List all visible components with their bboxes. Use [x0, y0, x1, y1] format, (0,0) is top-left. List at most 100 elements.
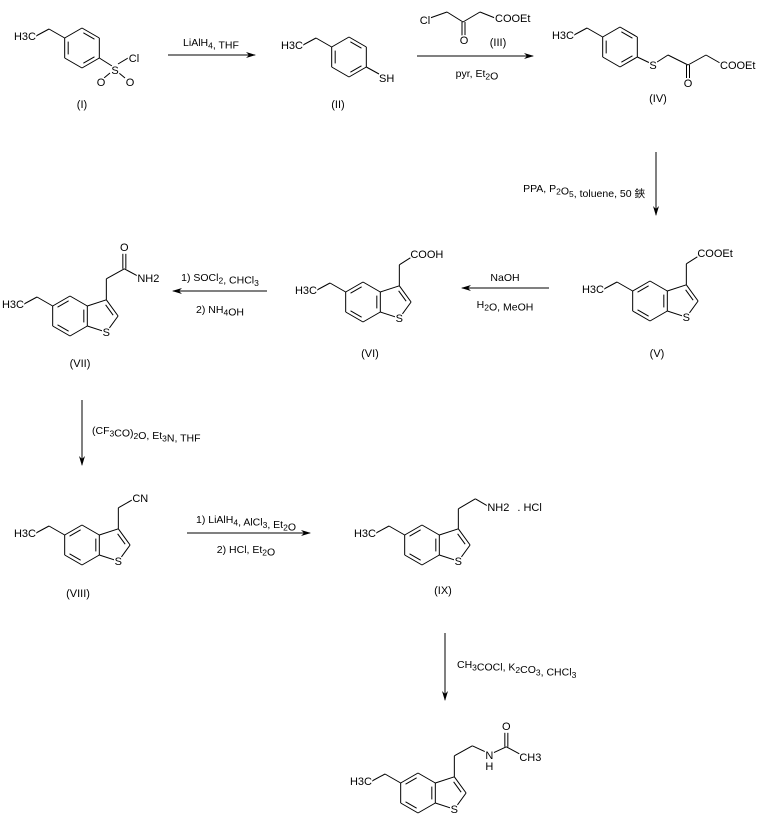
double-bond-line	[405, 777, 417, 785]
compound-label-vii: (VII)	[70, 358, 91, 370]
ring-bond	[417, 802, 436, 814]
thiophene-bond	[435, 802, 455, 810]
ring-bond	[331, 66, 350, 78]
acid-label: COOH	[410, 249, 443, 261]
bond	[99, 57, 113, 67]
reagent-r8: CH3COCl, K2CO3, CHCl3	[457, 659, 577, 680]
double-bond-line	[621, 31, 633, 39]
ethyl-bond	[329, 282, 346, 293]
ring-bond	[345, 311, 364, 323]
sulfur-label: S	[111, 65, 118, 77]
thiophene-bond	[87, 299, 107, 307]
reagent-r5-above: 1) SOCl2, CHCl3	[181, 272, 259, 288]
thiophene-bond	[457, 544, 471, 562]
ring-bond	[632, 280, 651, 292]
sulfur-label: S	[455, 556, 462, 568]
ring-bond	[404, 554, 423, 566]
ring-bond	[619, 56, 638, 68]
double-bond-line	[621, 55, 633, 63]
double-bond-line	[83, 32, 95, 40]
ester-label: COOEt	[720, 60, 755, 72]
reagent-r5-below: 2) NH4OH	[196, 304, 244, 319]
amide-label: NH2	[137, 273, 159, 285]
ring-bond	[421, 554, 440, 566]
thiophene-bond	[435, 776, 455, 784]
double-bond-line	[350, 310, 362, 318]
bond	[637, 56, 653, 65]
bond	[653, 54, 669, 65]
bond	[117, 57, 129, 65]
chlorine-label: Cl	[129, 53, 139, 65]
thiophene-bond	[457, 528, 471, 546]
thiophene-bond	[453, 792, 467, 810]
bond	[124, 268, 138, 277]
ethyl-bond	[36, 296, 53, 307]
double-bond-line	[453, 781, 462, 793]
double-bond-line	[69, 553, 81, 561]
ring-bond	[64, 27, 83, 39]
bond	[103, 72, 111, 79]
thiophene-bond	[398, 301, 412, 319]
double-bond-line	[57, 324, 69, 332]
bond	[366, 66, 380, 75]
ethyl-bond	[586, 27, 603, 38]
thiophene-bond	[105, 299, 119, 317]
thiophene-bond	[99, 528, 119, 536]
double-bond-line	[457, 533, 466, 545]
bond	[667, 54, 689, 66]
chlorine-label: Cl	[420, 15, 430, 27]
ethyl-bond	[48, 525, 65, 536]
double-bond-line	[117, 533, 126, 545]
ethyl-bond	[573, 27, 588, 36]
arrow-layer	[79, 52, 659, 701]
compound-label-viii: (VIII)	[66, 588, 90, 600]
oxygen-label: O	[460, 35, 469, 47]
ring-bond	[345, 281, 364, 293]
bond	[687, 54, 707, 66]
reagent-r6: (CF3CO)2O, Et3N, THF	[92, 425, 201, 445]
bond	[446, 11, 464, 23]
double-bond-line	[69, 529, 81, 537]
ring-bond	[649, 310, 668, 322]
bond	[462, 11, 481, 23]
sulfur-label: S	[683, 312, 690, 324]
double-bond-line	[637, 285, 649, 293]
methyl-label: H3C	[354, 528, 376, 540]
thiophene-bond	[439, 528, 459, 536]
bond	[106, 268, 125, 280]
ring-bond	[64, 57, 83, 69]
thiophene-bond	[380, 285, 400, 293]
methyl-label: H3C	[2, 299, 24, 311]
reagent-r4-above: NaOH	[490, 272, 519, 284]
ethyl-bond	[616, 281, 633, 292]
ring-bond	[400, 802, 419, 814]
ring-bond	[52, 325, 71, 337]
ethyl-bond	[316, 282, 331, 291]
bond	[472, 745, 486, 753]
bond	[705, 54, 721, 64]
thiophene-bond	[117, 528, 131, 546]
bond-layer	[23, 11, 721, 814]
reagent-r7-above: 1) LiAlH4, AlCl3, Et2O	[196, 514, 296, 534]
oxygen-label: O	[126, 77, 135, 89]
thiophene-bond	[667, 284, 687, 292]
ring-bond	[649, 280, 668, 292]
sulfur-label: S	[396, 313, 403, 325]
bond	[399, 257, 411, 266]
compound-label-iv: (IV)	[649, 93, 667, 105]
double-bond-line	[637, 309, 649, 317]
thiophene-bond	[453, 776, 467, 794]
nitrogen-label: N	[485, 750, 493, 762]
double-bond-line	[685, 289, 694, 301]
ethyl-bond	[302, 37, 317, 46]
ethyl-bond	[315, 37, 332, 48]
methyl-label: H3C	[295, 285, 317, 297]
methyl-label: H3C	[552, 30, 574, 42]
reagent-r7-below: 2) HCl, Et2O	[217, 544, 275, 559]
methyl-label: H3C	[350, 776, 372, 788]
compound-label-iii: (III)	[490, 37, 507, 49]
amine-label: NH2	[487, 502, 509, 514]
sulfur-label: S	[103, 327, 110, 339]
ring-bond	[81, 554, 100, 566]
